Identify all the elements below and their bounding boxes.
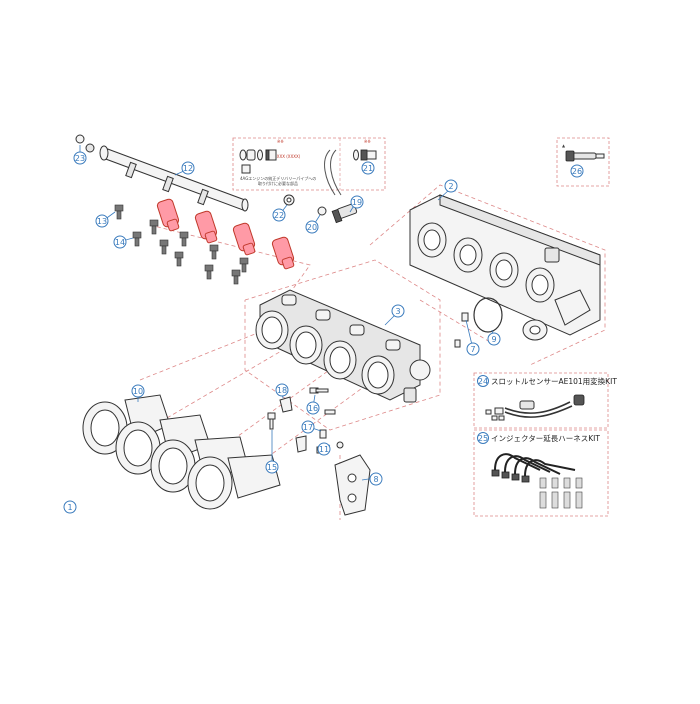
callout-13: 13 <box>95 214 109 228</box>
callout-7: 7 <box>466 342 480 356</box>
callout-number: 22 <box>274 211 284 220</box>
inset-note-right: ※※ <box>364 139 371 144</box>
inset-note-2: XXXX (XXXX) <box>274 154 301 159</box>
callout-2: 2 <box>444 179 458 193</box>
callout-17: 17 <box>301 420 315 434</box>
inset-part-26: ▲ <box>556 137 610 187</box>
injectors <box>156 198 295 270</box>
callout-23: 23 <box>73 151 87 165</box>
callout-number: 14 <box>115 238 125 247</box>
callout-10: 10 <box>131 384 145 398</box>
kit-25-label: インジェクター延長ハーネスKIT <box>491 433 600 443</box>
callout-number: 17 <box>303 423 313 432</box>
small-fittings <box>454 312 469 348</box>
throttle-bodies <box>255 289 431 403</box>
callout-1: 1 <box>63 500 77 514</box>
kit-25-number: 25 <box>478 434 488 443</box>
callout-number: 11 <box>319 445 329 454</box>
kit-box-24: 24 スロットルセンサーAE101用変換KIT <box>473 372 617 429</box>
callout-number: 3 <box>395 307 400 316</box>
kit-24-label: スロットルセンサーAE101用変換KIT <box>491 376 617 386</box>
callout-8: 8 <box>369 472 383 486</box>
kit-box-25: 25 インジェクター延長ハーネスKIT <box>473 429 609 517</box>
callout-number: 26 <box>572 167 582 176</box>
velocity-stacks <box>82 394 281 510</box>
inset-note: ※※ <box>277 139 284 144</box>
callout-12: 12 <box>181 161 195 175</box>
callout-21: 21 <box>361 161 375 175</box>
callout-number: 10 <box>133 387 143 396</box>
callout-number: 15 <box>267 463 277 472</box>
kit-24-number: 24 <box>478 377 488 386</box>
callout-number: 9 <box>491 335 496 344</box>
callout-18: 18 <box>275 383 289 397</box>
callout-14: 14 <box>113 235 127 249</box>
callout-number: 18 <box>277 386 287 395</box>
callout-22: 22 <box>272 208 286 222</box>
callout-number: 16 <box>308 404 318 413</box>
callout-26: 26 <box>570 164 584 178</box>
fuel-rail <box>75 134 295 212</box>
inset-delivery-pipe-adapters: ※※ XXXX (XXXX) 4AGエンジンの純正デリバリーパイプへの 取り付け… <box>232 137 386 196</box>
callout-number: 21 <box>363 164 373 173</box>
callout-11: 11 <box>317 442 331 456</box>
callout-number: 1 <box>67 503 72 512</box>
callout-number: 13 <box>97 217 107 226</box>
callout-number: 7 <box>470 345 475 354</box>
bracket <box>334 454 371 516</box>
callout-number: 12 <box>183 164 193 173</box>
callout-20: 20 <box>305 220 319 234</box>
gasket-ring <box>473 297 503 333</box>
inset-caption-line-2: 取り付けに必要な部品 <box>258 180 298 186</box>
callout-19: 19 <box>350 195 364 209</box>
callout-3: 3 <box>391 304 405 318</box>
intake-manifold <box>409 194 601 341</box>
callout-number: 19 <box>352 198 362 207</box>
inset-caption-line-1: 4AGエンジンの純正デリバリーパイプへの <box>240 175 316 181</box>
bolts <box>114 204 249 285</box>
callout-16: 16 <box>306 401 320 415</box>
callout-15: 15 <box>265 460 279 474</box>
callout-number: 8 <box>373 475 378 484</box>
small-hardware <box>267 387 344 454</box>
callout-9: 9 <box>487 332 501 346</box>
svg-text:▲: ▲ <box>562 143 566 148</box>
callout-number: 23 <box>75 154 85 163</box>
callout-number: 2 <box>448 182 453 191</box>
callout-number: 20 <box>307 223 317 232</box>
